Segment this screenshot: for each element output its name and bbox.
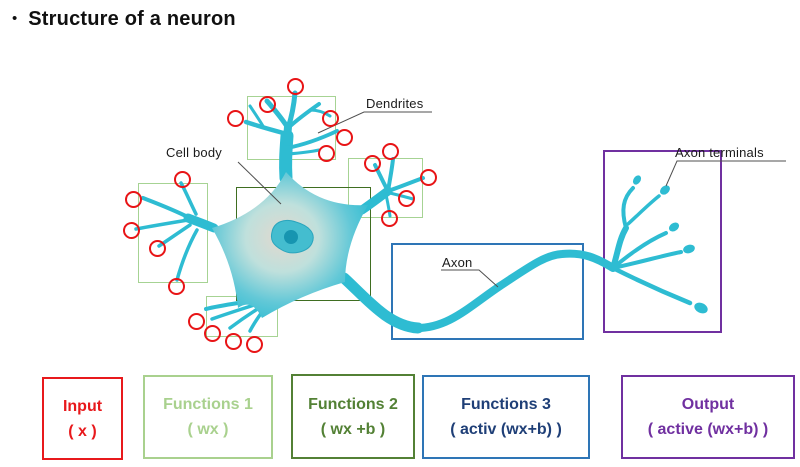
flow-box-input: Input ( x ) [42,377,123,460]
flow-box-title: Functions 2 [308,395,398,413]
title-bullet: • [12,10,18,27]
cell-body-shape [212,172,368,318]
flow-box-title: Output [681,396,735,413]
flow-box-title: Functions 3 [461,396,551,413]
axon-terminal-bulbs [632,175,708,314]
flow-box-formula: ( activ (wx+b) ) [450,421,562,438]
nucleolus [284,230,298,244]
neuron-body [134,90,693,334]
flow-box-functions2: Functions 2 ( wx +b ) [291,374,415,459]
flow-box-output: Output ( active (wx+b) ) [621,375,795,459]
flow-box-functions3: Functions 3 ( activ (wx+b) ) [422,375,590,459]
flow-box-formula: ( wx ) [187,421,229,438]
flow-box-formula: ( x ) [68,422,97,440]
flow-box-title: Input [62,397,103,415]
page-title-text: Structure of a neuron [28,8,236,30]
flow-box-formula: ( wx +b ) [320,420,386,438]
page-title: • Structure of a neuron [12,7,236,31]
flow-box-title: Functions 1 [163,396,253,413]
flow-box-formula: ( active (wx+b) ) [647,421,769,438]
flow-box-functions1: Functions 1 ( wx ) [143,375,273,459]
